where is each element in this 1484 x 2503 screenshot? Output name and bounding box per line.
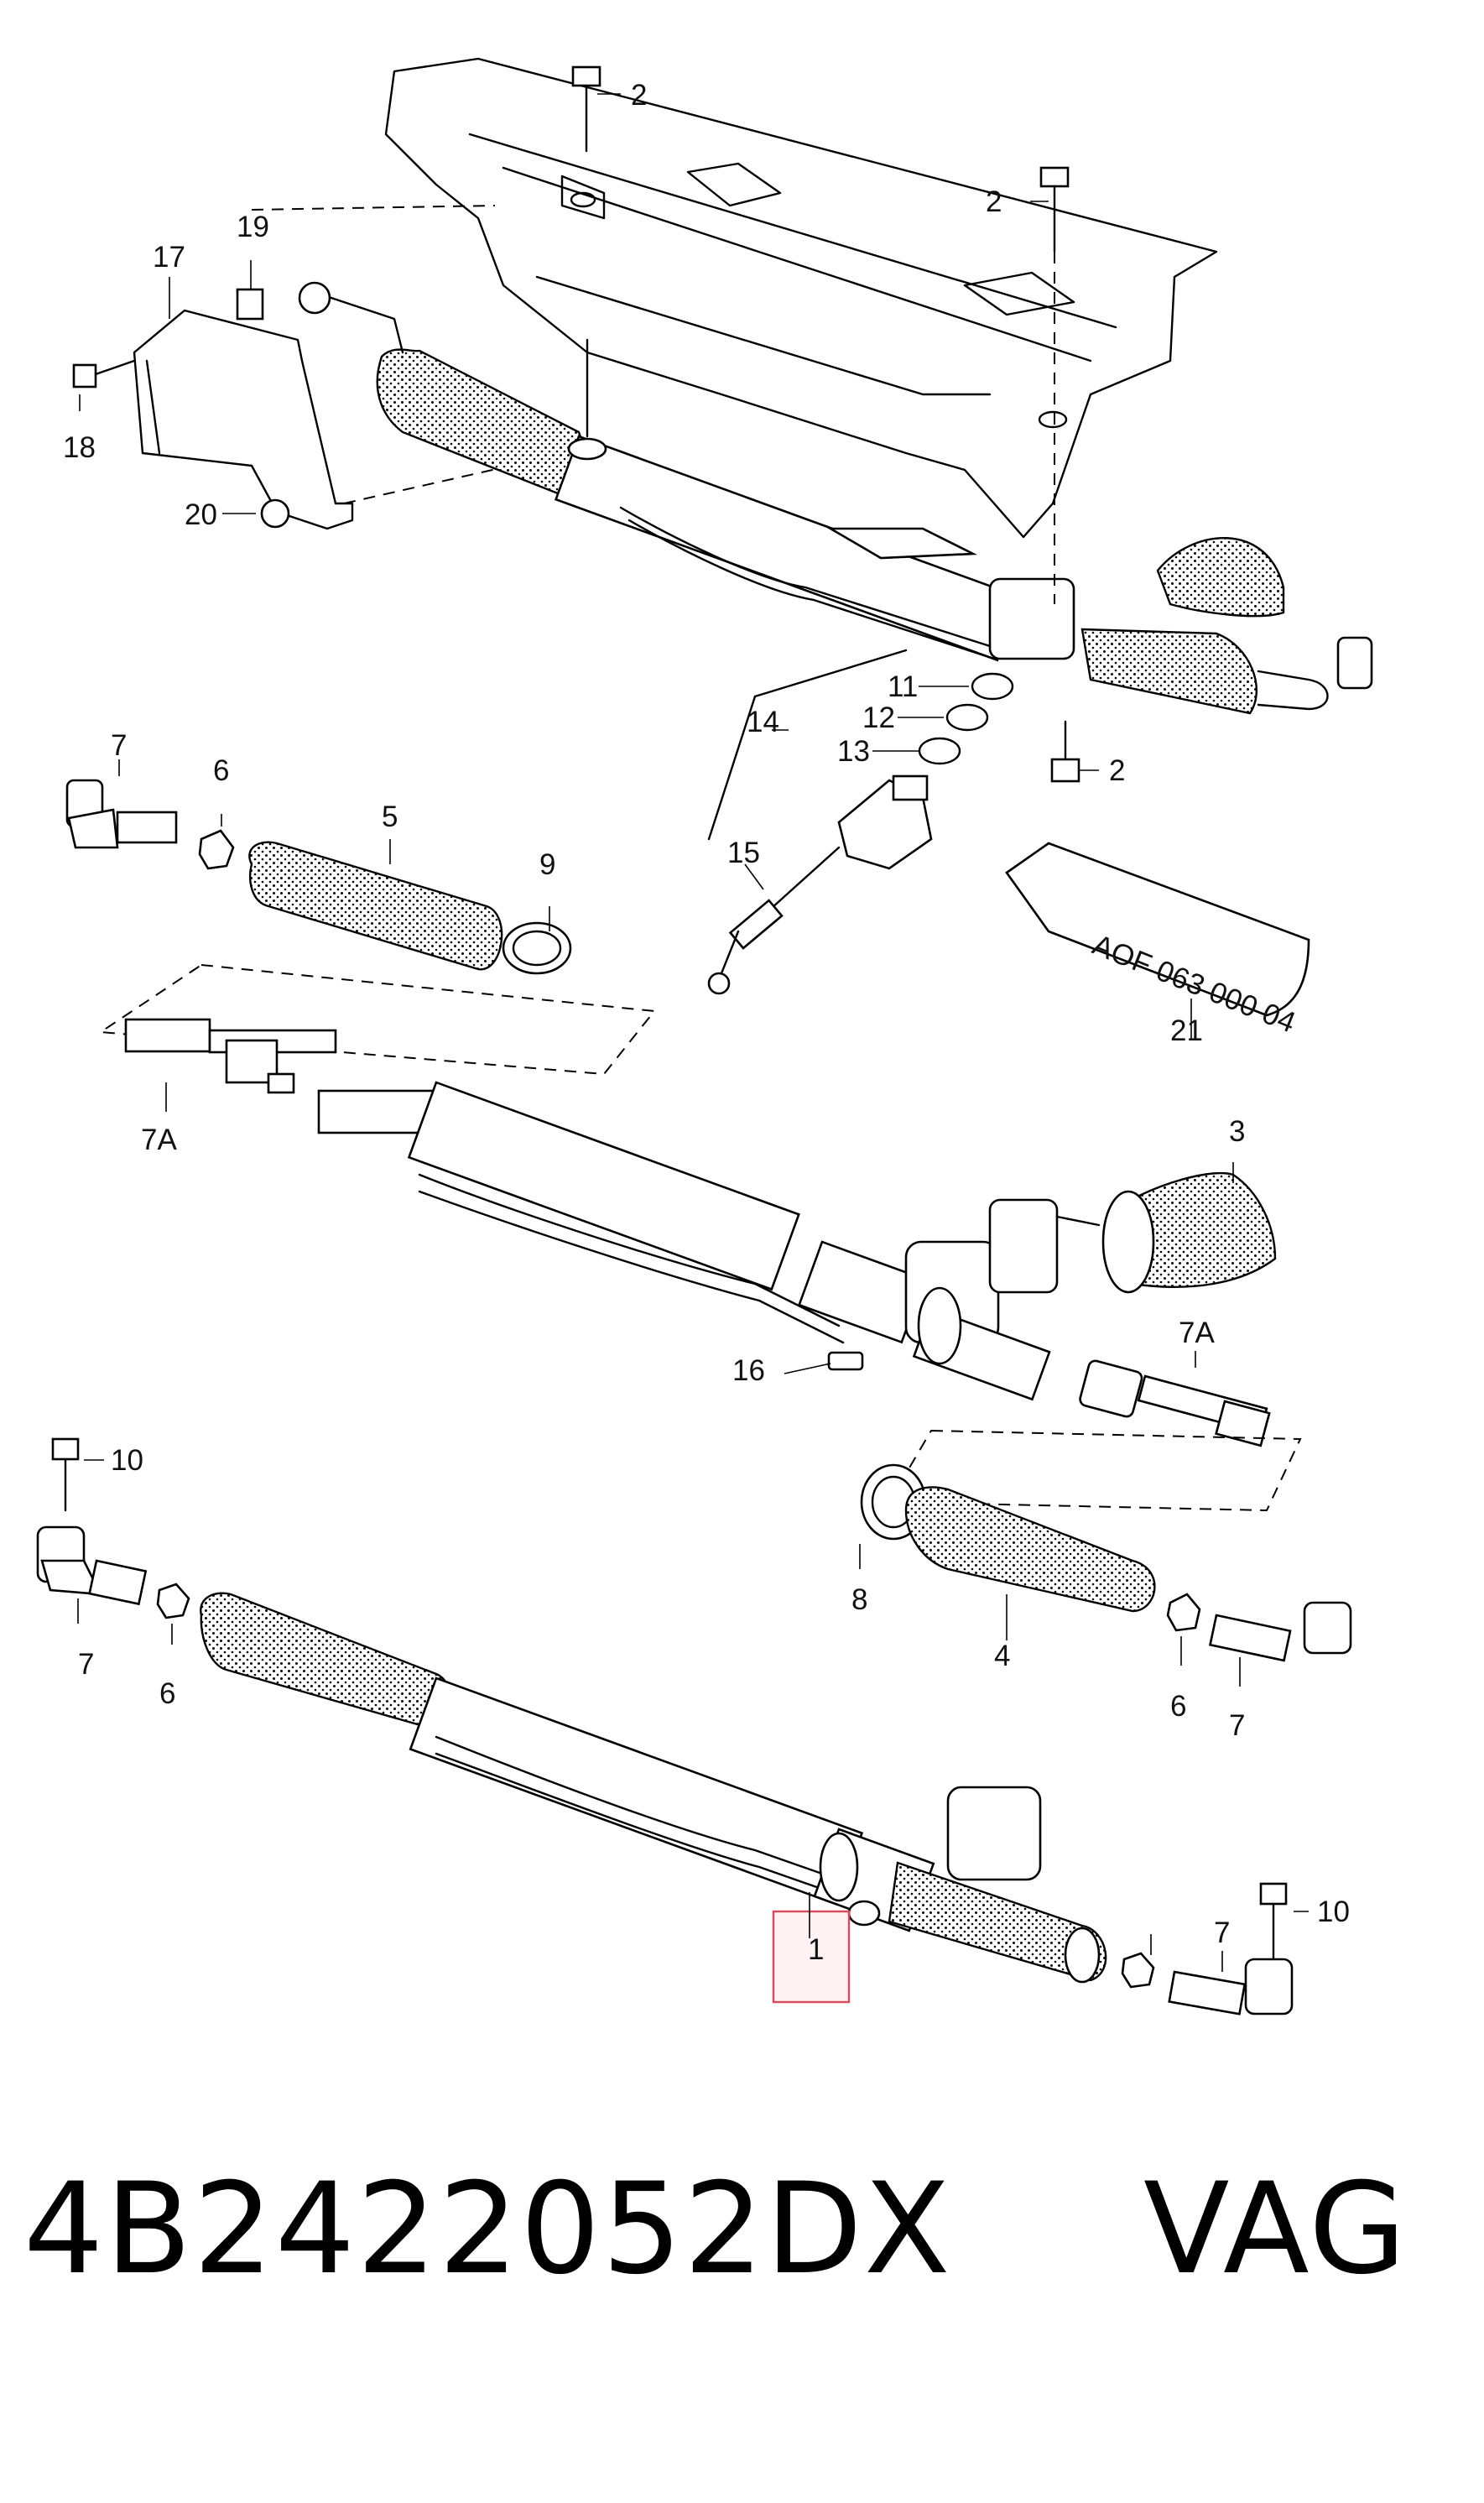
nut-6-top [198,829,235,870]
inner-tie-rod-7A-left [98,963,656,1094]
clamp-9 [502,921,572,975]
callout-10-b: 10 [1317,1896,1350,1928]
inner-tie-rod-7A-right [1079,1359,1271,1447]
callout-2-b: 2 [986,185,1002,218]
callout-6-c: 6 [1170,1690,1186,1723]
leader-lines [77,93,1309,1972]
nut-6-bottom-left [156,1583,190,1619]
callout-4: 4 [994,1640,1010,1672]
part-1-highlight [772,1910,851,2004]
callout-5: 5 [382,800,398,833]
callout-11: 11 [888,670,918,703]
callout-7-b: 7 [78,1648,94,1681]
callout-labels: 1 2 2 2 3 4 5 6 6 6 7 7 7 7 7A 7A 8 9 10… [63,79,1350,1966]
tie-rod-end-7-bottom-right [1208,1601,1352,1662]
nut-20 [260,498,290,529]
steering-rack-middle [317,1081,1101,1401]
callout-16: 16 [732,1354,765,1387]
steering-rack-top [298,281,1373,715]
callout-14: 14 [747,706,779,738]
callout-1: 1 [808,1933,824,1966]
nut-6-bottom-right [1121,1952,1155,1989]
callout-7-a: 7 [111,729,127,762]
callout-7A-right: 7A [1179,1317,1215,1349]
part-number: 4B2422052DX [23,2156,952,2302]
callout-15: 15 [727,837,760,869]
bolt-10-right [1259,1882,1288,1961]
callout-20: 20 [185,498,217,531]
grease-tube-21: AOF 063 000 04 [1005,842,1310,1040]
subframe-crossmember [384,57,1218,539]
callout-10-a: 10 [111,1444,143,1477]
bolt-2-lower [1050,720,1080,783]
callout-7-d: 7 [1214,1916,1230,1949]
boot-3 [1101,1171,1277,1294]
brand-name: VAG [1143,2156,1408,2302]
steering-rack-bottom [200,1592,1107,1984]
callout-19: 19 [237,211,269,243]
callout-9: 9 [539,848,555,881]
tie-rod-end-7-bottom-far-right [1168,1958,1294,2015]
callout-18: 18 [63,431,96,464]
callout-2-c: 2 [1109,754,1125,787]
valve-group-14 [707,649,1014,995]
callout-2-a: 2 [631,79,647,112]
callout-3: 3 [1229,1115,1245,1148]
nut-6-bottom-middle [1166,1593,1201,1632]
boot-5 [248,841,503,971]
callout-8: 8 [851,1583,867,1616]
callout-6-a: 6 [213,754,229,787]
bolt-2-upper-left [571,65,601,153]
callout-7-c: 7 [1229,1709,1245,1742]
callout-6-b: 6 [159,1677,175,1710]
clamp-19 [236,288,264,321]
callout-12: 12 [862,701,895,734]
callout-13: 13 [837,735,870,768]
callout-21: 21 [1170,1014,1203,1047]
part-number-caption: 4B2422052DX VAG [23,2156,1466,2341]
callout-17: 17 [153,241,185,274]
boot-4 [904,1486,1156,1613]
tie-rod-end-7-top-left [65,779,178,849]
tie-rod-end-7-bottom-left [36,1525,148,1606]
bolt-18 [72,359,136,388]
bolt-10-left [51,1437,80,1512]
bolt-2-upper-right [1039,166,1070,604]
callout-7A-left: 7A [141,1124,177,1156]
bolt-16 [827,1351,864,1371]
